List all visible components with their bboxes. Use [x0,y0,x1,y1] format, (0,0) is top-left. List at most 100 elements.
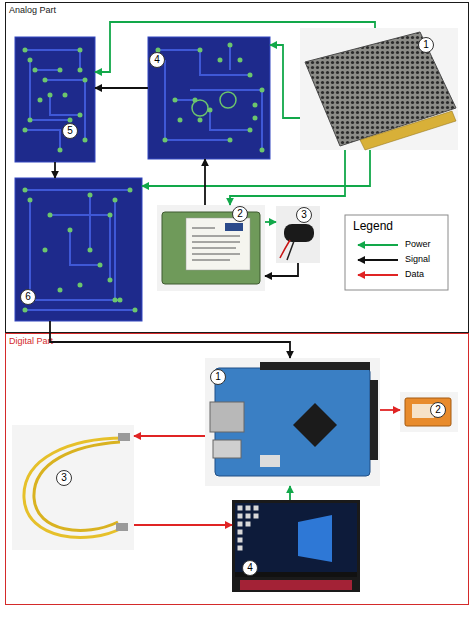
keyboard-glow [240,580,352,590]
acquisition-module-photo [157,205,265,291]
photo-background [276,206,320,263]
connector-arrow [50,321,290,358]
laptop-frame [232,500,360,592]
label-logo [225,223,243,231]
cable-loop [34,442,120,530]
component-box: 4 [148,37,270,159]
callout-number: 4 [242,560,258,576]
component-box: 3 [12,425,134,550]
callout-number: 4 [149,52,165,68]
region-band: Digital Part 1 2 3 4 [5,333,469,605]
photo-background [205,358,380,486]
desktop-icons [240,508,256,548]
capacitor-outline [220,92,236,108]
board-component [260,455,280,467]
embedded-board-photo [205,358,380,486]
rj45-plug [118,433,130,441]
region-band: Analog Part 5 4 1 6 2 3 [5,2,469,333]
sensor-photo [276,206,320,263]
callout-number: 1 [210,369,226,385]
ethernet-jack [210,402,244,432]
connector-arrow [54,162,56,178]
pcb-substrate [148,37,270,159]
component-box: 5 [15,37,95,162]
pcb-trace [158,45,262,150]
connector-arrow [95,87,148,89]
legend-title: Legend [353,219,393,233]
callout-number: 3 [56,470,72,486]
region-title: Digital Part [9,336,53,347]
terminal-strip [360,111,456,150]
pcb-board [15,178,142,321]
legend-text: Data [405,269,424,280]
module-label [186,218,250,270]
photo-background [400,392,458,432]
component-box: 1 [300,28,458,150]
photo-background [300,28,458,150]
pcb-pad [25,190,135,310]
pcb-board [148,37,270,159]
power-supply-photo [300,28,458,150]
module-case [162,212,260,284]
callout-number: 5 [62,123,78,139]
component-box: 3 [276,206,320,263]
connector-arrow [230,150,345,205]
pcb-trace [25,50,85,150]
connector-arrow [204,159,206,205]
sensor-wire [287,241,294,260]
photo-background [157,205,265,291]
pcb-pad [25,50,85,150]
capacitor-outline [192,100,208,116]
legend-text: Signal [405,254,430,265]
connector-arrow [289,486,291,500]
callout-number: 6 [20,289,36,305]
sd-card [405,398,451,426]
pcb-substrate [15,37,95,162]
laptop-screen [235,503,357,577]
connector-arrow [142,150,370,186]
region-title: Analog Part [9,5,56,16]
photo-background [12,425,134,550]
component-box: 2 [400,392,458,432]
label-lines [192,228,240,260]
legend-sample [358,259,398,261]
component-box: 4 [232,500,360,592]
pcb-pad [158,45,262,150]
connector-arrow [380,409,400,411]
connector-arrow [134,435,205,437]
rj45-plug [116,523,128,531]
callout-number: 2 [430,402,446,418]
desktop-logo [298,515,332,562]
legend-sample [358,274,398,276]
pcb-substrate [15,178,142,321]
pcb-board [15,37,95,162]
sensor-body [284,224,314,242]
ethernet-cable-photo [12,425,134,550]
legend-sample [358,244,398,246]
connector-arrow [270,45,300,118]
component-box: 1 [205,358,380,486]
legend-box [345,215,448,290]
pin-header [260,362,370,370]
callout-number: 2 [232,206,248,222]
connector-arrow [95,22,375,72]
sd-card-photo [400,392,458,432]
processor-chip [293,403,337,447]
pin-header [370,380,378,460]
connector-arrow [265,263,298,276]
connector-arrow [265,221,276,223]
cable-loop [24,438,124,538]
psu-case [305,32,456,146]
usb-port [213,440,241,458]
legend-text: Power [405,239,431,250]
pcb-trace [25,190,135,310]
component-box: 2 [157,205,265,291]
callout-number: 1 [418,37,434,53]
component-box: 6 [15,178,142,321]
laptop-photo [232,500,360,592]
connector-arrow [134,524,232,526]
callout-number: 3 [296,207,312,223]
